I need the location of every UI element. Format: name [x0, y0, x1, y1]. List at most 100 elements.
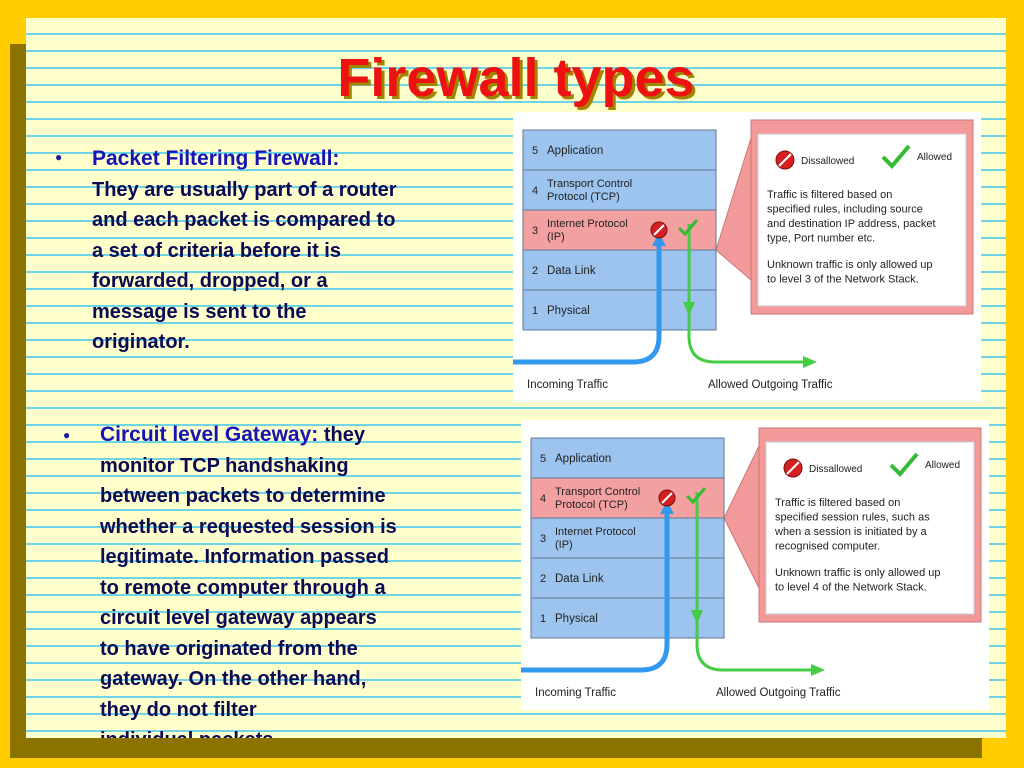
- layer-number: 2: [532, 265, 538, 277]
- no-entry-icon-bar: [653, 224, 665, 236]
- outgoing-traffic-arrow: [695, 492, 811, 672]
- no-entry-icon-bar: [786, 461, 800, 475]
- callout-description-line: to level 3 of the Network Stack.: [767, 274, 919, 286]
- callout-description-line: Unknown traffic is only allowed up: [767, 259, 933, 271]
- body-line: they: [323, 424, 365, 446]
- body-line: monitor TCP handshaking: [100, 454, 349, 477]
- body-line: and each packet is compared to: [92, 209, 396, 231]
- layer-label: Data Link: [547, 265, 596, 277]
- callout-description-line: specified rules, including source: [767, 204, 923, 216]
- body-line: circuit level gateway appears: [100, 607, 377, 629]
- body-line: legitimate. Information passed: [100, 546, 389, 568]
- circuit-gateway-text: Circuit level Gateway: they monitor TCP …: [100, 420, 500, 738]
- layer-label: Application: [555, 453, 611, 465]
- no-entry-icon-bar: [778, 153, 792, 167]
- layer-label: (IP): [547, 231, 565, 243]
- layer-number: 2: [540, 573, 546, 585]
- circuit-gateway-heading: Circuit level Gateway: [100, 423, 312, 446]
- layer-5-box: [522, 129, 717, 171]
- callout-pointer: [723, 445, 760, 589]
- allowed-label: Allowed: [925, 460, 960, 471]
- layer-label: Application: [547, 145, 603, 157]
- callout-description-line: and destination IP address, packet: [767, 218, 936, 230]
- layer-number: 1: [540, 613, 546, 625]
- body-line: gateway. On the other hand,: [100, 668, 367, 690]
- checkmark-icon: [685, 487, 707, 505]
- checkmark-icon: [881, 144, 911, 169]
- layer-label: Protocol (TCP): [555, 499, 628, 511]
- body-line: message is sent to the: [92, 300, 307, 323]
- layer-number: 1: [532, 305, 538, 317]
- outgoing-traffic-arrow: [687, 224, 803, 364]
- callout-description-line: recognised computer.: [775, 541, 880, 553]
- body-line: a set of criteria before it is: [92, 239, 341, 262]
- layer-label: Internet Protocol: [555, 526, 636, 538]
- layer-number: 5: [540, 453, 546, 465]
- incoming-arrowhead: [652, 233, 666, 246]
- layer-label: Physical: [555, 613, 598, 625]
- heading-colon: :: [311, 423, 319, 446]
- body-line: to have originated from the: [100, 637, 358, 660]
- body-line: individual packets.: [100, 725, 500, 738]
- body-line: to remote computer through a: [100, 576, 386, 599]
- callout-description-line: Unknown traffic is only allowed up: [775, 567, 941, 579]
- layer-4-box: [522, 169, 717, 211]
- disallowed-label: Dissallowed: [809, 464, 862, 475]
- layer-number: 4: [540, 493, 546, 505]
- layer-label: Transport Control: [547, 178, 632, 190]
- body-line: between packets to determine: [100, 485, 386, 507]
- incoming-arrowhead: [660, 501, 674, 514]
- slide: Firewall types ● Packet Filtering Firewa…: [26, 18, 1006, 738]
- incoming-traffic-label: Incoming Traffic: [535, 687, 616, 699]
- layer-label: Transport Control: [555, 486, 640, 498]
- bullet-dot-icon: ●: [55, 150, 63, 164]
- callout-description-line: Traffic is filtered based on: [775, 497, 900, 509]
- layer-number: 4: [532, 185, 538, 197]
- outgoing-arrowhead-right: [803, 356, 817, 368]
- body-line: whether a requested session is: [100, 515, 397, 538]
- callout-pointer: [715, 137, 752, 282]
- slide-title: Firewall types: [337, 48, 695, 108]
- layer-label: Internet Protocol: [547, 218, 628, 230]
- packet-filtering-heading: Packet Filtering Firewall: [92, 147, 333, 170]
- layer-3-box: [530, 517, 725, 559]
- no-entry-icon-bar: [661, 492, 673, 504]
- outgoing-arrowhead-down: [683, 302, 695, 316]
- layer-2-box: [530, 557, 725, 599]
- outgoing-arrowhead-down: [691, 610, 703, 624]
- body-line: forwarded, dropped, or a: [92, 270, 328, 292]
- callout-description-line: to level 4 of the Network Stack.: [775, 582, 927, 594]
- callout-description-line: type, Port number etc.: [767, 233, 875, 245]
- outgoing-traffic-label: Allowed Outgoing Traffic: [716, 687, 841, 699]
- layer-1-box: [522, 289, 717, 331]
- callout-description-line: Traffic is filtered based on: [767, 189, 892, 201]
- callout-content: [757, 133, 967, 307]
- outgoing-traffic-label: Allowed Outgoing Traffic: [708, 379, 833, 391]
- callout-description-line: when a session is initiated by a: [774, 526, 928, 538]
- incoming-traffic-label: Incoming Traffic: [527, 379, 608, 391]
- incoming-traffic-arrow: [513, 244, 662, 365]
- bullet-dot-icon: ●: [63, 428, 71, 442]
- checkmark-icon: [677, 219, 699, 237]
- allowed-label: Allowed: [917, 152, 952, 163]
- incoming-traffic-arrow: [521, 512, 670, 673]
- layer-number: 3: [532, 225, 538, 237]
- layer-label: (IP): [555, 539, 573, 551]
- layer-label: Data Link: [555, 573, 604, 585]
- disallowed-label: Dissallowed: [801, 156, 854, 167]
- layer-label: Physical: [547, 305, 590, 317]
- layer-number: 3: [540, 533, 546, 545]
- layer-1-box: [530, 597, 725, 639]
- body-line: they do not filter: [100, 698, 257, 721]
- layer-5-box: [530, 437, 725, 479]
- callout-description-line: specified session rules, such as: [775, 512, 930, 524]
- packet-filtering-text: Packet Filtering Firewall: They are usua…: [92, 144, 492, 358]
- body-line: originator.: [92, 331, 190, 353]
- outgoing-arrowhead-right: [811, 664, 825, 676]
- heading-colon: :: [332, 147, 340, 170]
- body-line: They are usually part of a router: [92, 178, 397, 201]
